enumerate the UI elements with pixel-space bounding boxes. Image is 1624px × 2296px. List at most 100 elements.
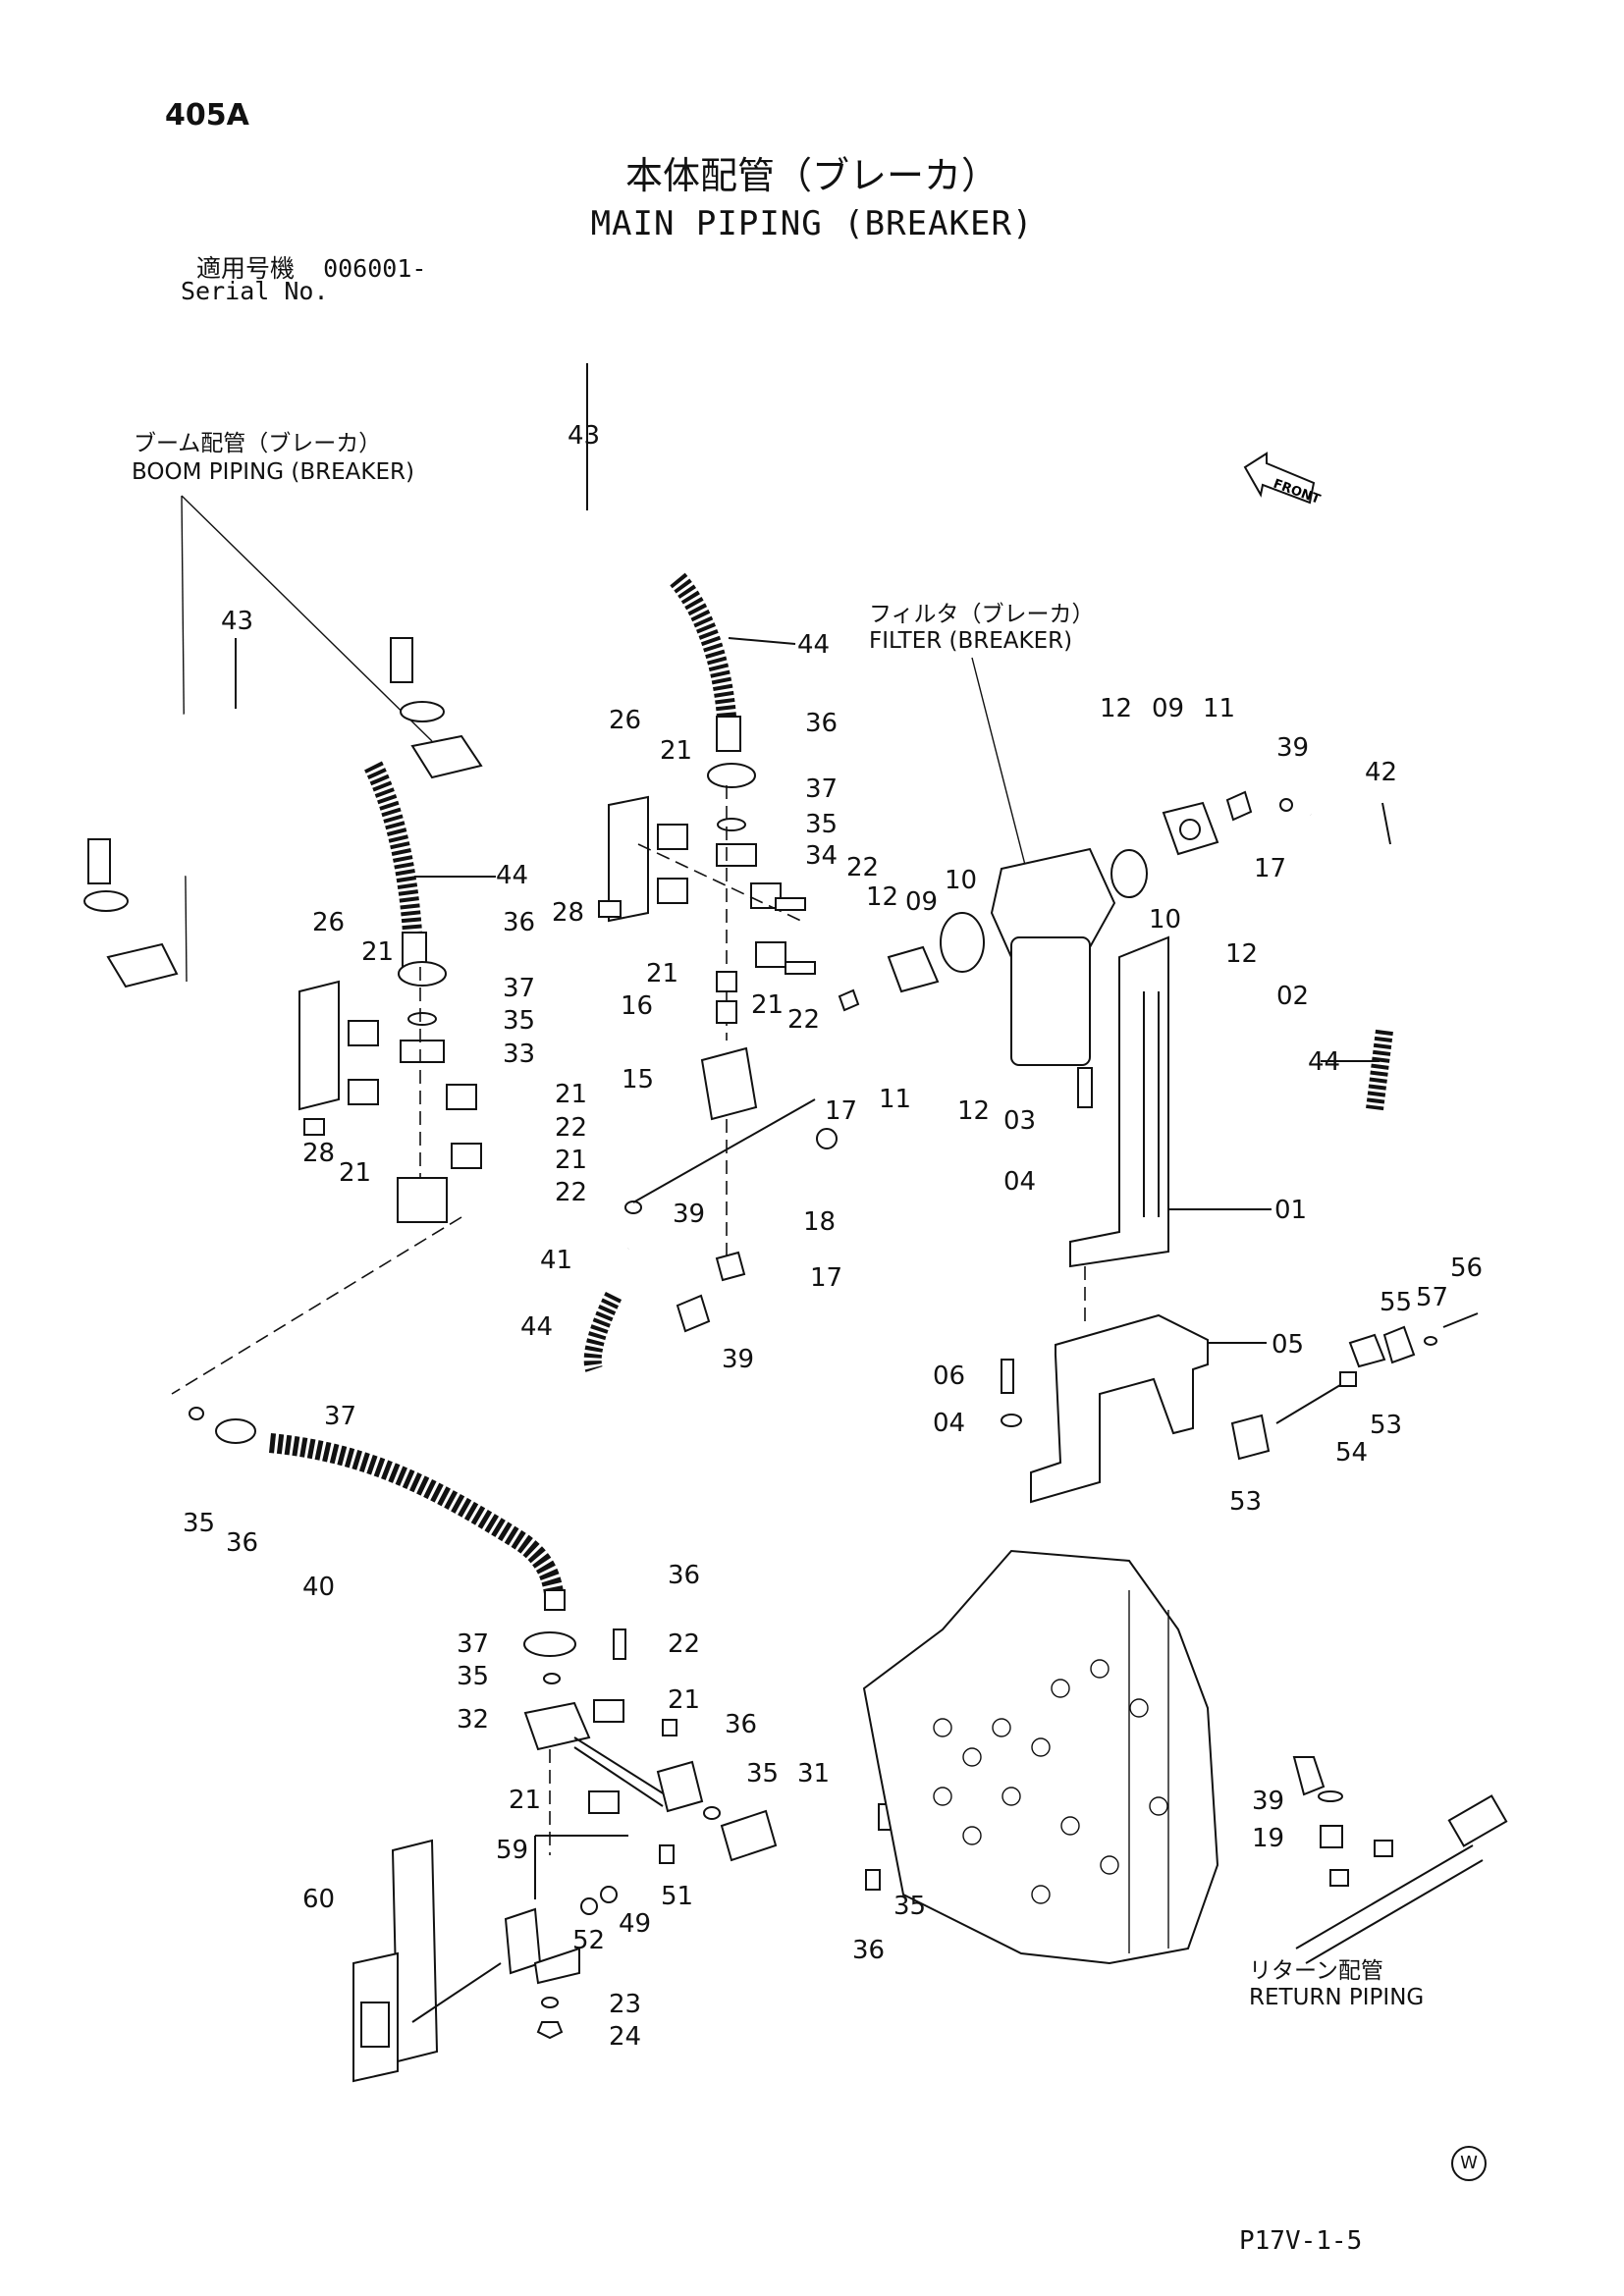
part-label: 17	[825, 1096, 857, 1126]
filter-callout-en: FILTER (BREAKER)	[869, 628, 1073, 654]
part-label: 36	[668, 1561, 700, 1590]
part-label: 23	[609, 1990, 641, 2019]
part-label: 16	[621, 991, 653, 1021]
bracket-53-55	[1230, 1312, 1479, 1461]
bracket-05	[1001, 1313, 1267, 1504]
boom-flanges	[83, 701, 483, 988]
part-label: 35	[893, 1892, 926, 1921]
part-label: 04	[933, 1409, 965, 1438]
return-pipe	[1295, 1794, 1508, 1964]
part-label: 51	[661, 1882, 693, 1911]
part-label: 34	[805, 841, 838, 871]
w-mark-icon: W	[1451, 2146, 1487, 2181]
part-label: 35	[805, 810, 838, 839]
part-label: 09	[1152, 694, 1184, 723]
part-label: 57	[1416, 1283, 1448, 1312]
hose-42-right	[1279, 798, 1395, 1848]
part-label: 37	[503, 974, 535, 1003]
part-label: 43	[568, 421, 600, 451]
part-label: 36	[852, 1936, 885, 1965]
part-label: 53	[1370, 1411, 1402, 1440]
part-label: 28	[552, 898, 584, 928]
part-label: 11	[1203, 694, 1235, 723]
document-code: P17V-1-5	[1239, 2226, 1363, 2256]
part-labels: 43 43 44 44 36 37 35 34 26 21 28 21 22 1…	[183, 421, 1483, 2052]
part-label: 21	[555, 1080, 587, 1109]
part-label: 49	[619, 1909, 651, 1939]
title-japanese: 本体配管（ブレーカ）	[624, 154, 999, 197]
part-label: 05	[1272, 1330, 1304, 1360]
part-label: 01	[1274, 1196, 1307, 1225]
part-label: 37	[457, 1629, 489, 1659]
return-piping-callout-jp: リターン配管	[1249, 1958, 1383, 1984]
part-label: 36	[805, 709, 838, 738]
part-label: 41	[540, 1246, 572, 1275]
protector-44-upper	[670, 572, 796, 752]
clamp-assembly-upper	[598, 763, 816, 1041]
part-label: 15	[622, 1065, 654, 1095]
pipe-31	[703, 1799, 917, 1891]
part-label: 36	[503, 908, 535, 937]
part-label: 11	[879, 1085, 911, 1114]
serial-label-english: Serial No.	[181, 277, 329, 305]
part-label: 33	[503, 1040, 535, 1069]
part-label: 09	[905, 887, 938, 917]
part-label: 19	[1252, 1824, 1284, 1853]
part-label: 60	[302, 1885, 335, 1914]
part-label: 12	[1100, 694, 1132, 723]
hose-41	[570, 1098, 816, 1397]
part-label: 12	[866, 882, 898, 912]
part-label: 21	[555, 1146, 587, 1175]
part-label: 35	[183, 1509, 215, 1538]
part-label: 22	[846, 853, 879, 882]
part-label: 55	[1380, 1288, 1412, 1317]
hose-40	[189, 1407, 566, 1611]
hose-43-left	[87, 638, 496, 968]
part-label: 10	[945, 866, 977, 895]
part-label: 35	[746, 1759, 779, 1789]
part-label: 04	[1003, 1167, 1036, 1197]
part-label: 17	[1254, 854, 1286, 883]
part-label: 53	[1229, 1487, 1262, 1517]
part-label: 54	[1335, 1438, 1368, 1468]
part-label: 26	[609, 706, 641, 735]
part-label: 12	[1225, 939, 1258, 969]
control-valve	[862, 1549, 1219, 1965]
part-label: 31	[797, 1759, 830, 1789]
part-label: 21	[646, 959, 678, 988]
front-arrow-icon: FRONT	[1243, 452, 1323, 507]
part-label: 10	[1149, 905, 1181, 934]
part-label: 32	[457, 1705, 489, 1735]
part-label: 21	[751, 990, 784, 1020]
part-label: 56	[1450, 1254, 1483, 1283]
clamp-assembly-lower	[523, 1629, 704, 1855]
part-label: 37	[324, 1402, 356, 1431]
title-english: MAIN PIPING (BREAKER)	[590, 204, 1034, 243]
part-label: 12	[957, 1096, 990, 1126]
clamp-assembly-left	[171, 961, 482, 1395]
part-label: 21	[339, 1158, 371, 1188]
part-label: 28	[302, 1139, 335, 1168]
part-label: 22	[668, 1629, 700, 1659]
part-label: 36	[725, 1710, 757, 1739]
part-label: 22	[555, 1113, 587, 1143]
serial-value: 006001-	[323, 254, 427, 283]
part-label: 44	[496, 861, 528, 890]
part-label: 52	[572, 1926, 605, 1955]
part-label: 21	[509, 1786, 541, 1815]
part-label: 40	[302, 1573, 335, 1602]
part-label: 44	[797, 630, 830, 660]
part-label: 35	[503, 1006, 535, 1036]
part-label: 21	[660, 736, 692, 766]
boom-piping-callout-jp: ブーム配管（ブレーカ）	[134, 431, 382, 456]
part-label: 06	[933, 1362, 965, 1391]
part-label: 35	[457, 1662, 489, 1691]
part-label: 03	[1003, 1106, 1036, 1136]
part-label: 22	[555, 1178, 587, 1207]
part-label: 21	[668, 1685, 700, 1715]
part-label: 39	[673, 1200, 705, 1229]
boom-piping-callout-en: BOOM PIPING (BREAKER)	[132, 459, 414, 485]
serial-label-japanese: 適用号機 006001-	[196, 249, 426, 285]
part-label: 36	[226, 1528, 258, 1558]
part-label: 24	[609, 2022, 641, 2052]
